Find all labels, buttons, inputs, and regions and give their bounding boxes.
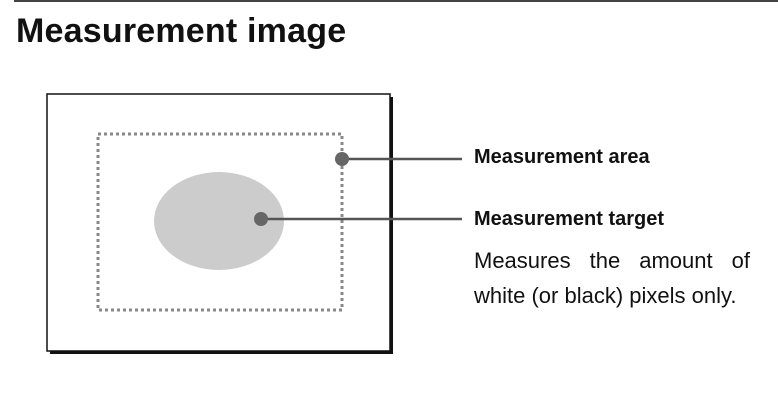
- measurement-area-dot: [335, 152, 349, 166]
- measurement-target-label: Measurement target: [474, 208, 665, 230]
- measurement-area-box: [96, 132, 344, 312]
- measurement-target-dot: [254, 212, 268, 226]
- top-rule: [14, 0, 778, 2]
- measurement-area-label: Measurement area: [474, 146, 650, 168]
- measurement-target-ellipse: [154, 172, 284, 270]
- measurement-target-description: Measures the amount of white (or black) …: [474, 248, 750, 308]
- page-title: Measurement image: [16, 12, 347, 50]
